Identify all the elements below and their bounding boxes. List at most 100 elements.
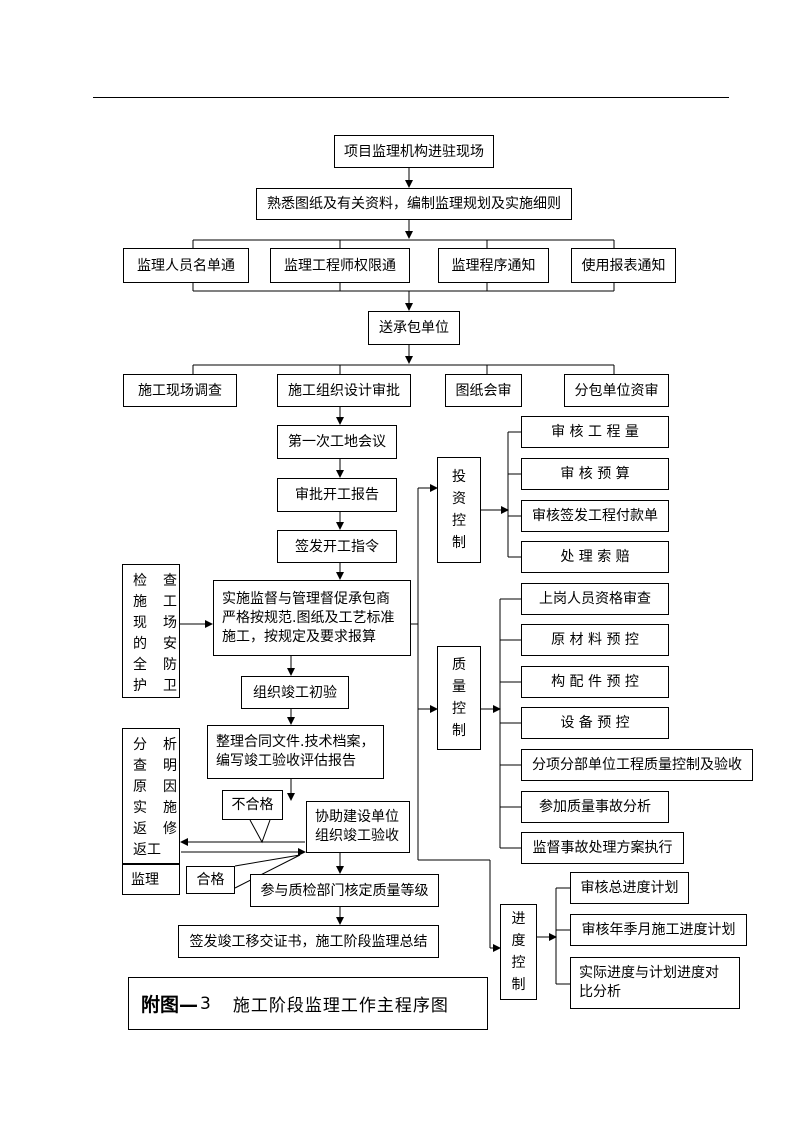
- step-approve-start-label: 审批开工报告: [295, 487, 379, 503]
- step-start-order: 签发开工指令: [277, 530, 397, 563]
- notice-procedure-label: 监理程序通知: [451, 257, 536, 274]
- rework-char: 因: [163, 779, 177, 795]
- fail-callout: 不合格: [222, 790, 283, 820]
- notice-authority-label: 监理工程师权限通: [284, 257, 396, 274]
- review-subcontractor-label: 分包单位资审: [574, 382, 659, 399]
- investment-item-label: 处 理 索 赔: [560, 549, 630, 565]
- supervise-label: 监理: [131, 871, 159, 888]
- step-quality-grade-label: 参与质检部门核定质量等级: [260, 882, 429, 899]
- quality-item-label: 参加质量事故分析: [539, 799, 651, 815]
- quality-item: 上岗人员资格审查: [521, 583, 669, 615]
- quality-control-box: 质 量 控 制: [437, 646, 481, 750]
- rework-char: 施: [163, 800, 177, 816]
- caption-number: 3: [200, 993, 211, 1014]
- investment-item: 审核签发工程付款单: [521, 500, 669, 532]
- review-site-survey: 施工现场调查: [123, 374, 237, 407]
- investment-title-char: 制: [452, 535, 466, 551]
- quality-item-label: 构 配 件 预 控: [551, 674, 639, 690]
- investment-title-char: 资: [452, 491, 466, 507]
- caption-title: 施工阶段监理工作主程序图: [232, 996, 449, 1016]
- quality-item-label: 上岗人员资格审查: [539, 591, 651, 607]
- pass-callout: 合格: [186, 866, 235, 894]
- safety-char: 防: [163, 657, 177, 673]
- investment-item-label: 审 核 工 程 量: [551, 424, 639, 440]
- schedule-title-char: 度: [511, 933, 526, 949]
- step-approve-start: 审批开工报告: [277, 478, 397, 512]
- step-archive-report-label: 整理合同文件.技术档案，编写竣工验收评估报告: [216, 734, 375, 769]
- quality-item: 设 备 预 控: [521, 707, 669, 739]
- step-supervise-construction: 实施监督与管理督促承包商严格按规范.图纸及工艺标准施工，按规定及要求报算: [213, 580, 411, 656]
- quality-title-char: 控: [452, 701, 466, 717]
- step-enter-site: 项目监理机构进驻现场: [334, 135, 494, 168]
- review-drawings-label: 图纸会审: [455, 382, 512, 399]
- step-supervise-construction-label: 实施监督与管理督促承包商严格按规范.图纸及工艺标准施工，按规定及要求报算: [222, 590, 395, 645]
- investment-item: 审 核 预 算: [521, 458, 669, 490]
- quality-item-label: 设 备 预 控: [560, 715, 630, 731]
- investment-title-char: 控: [452, 513, 466, 529]
- step-final-acceptance: 协助建设单位组织竣工验收: [306, 801, 410, 853]
- safety-char: 的: [133, 636, 147, 652]
- quality-item-label: 原 材 料 预 控: [551, 632, 639, 648]
- safety-char: 查: [163, 573, 177, 589]
- quality-item: 构 配 件 预 控: [521, 666, 669, 698]
- notice-procedure: 监理程序通知: [438, 248, 549, 283]
- quality-item: 原 材 料 预 控: [521, 624, 669, 656]
- supervise-box: 监理: [122, 864, 180, 895]
- quality-title-char: 量: [452, 679, 466, 695]
- quality-item: 监督事故处理方案执行: [521, 832, 684, 864]
- step-preliminary-acceptance-label: 组织竣工初验: [253, 684, 337, 701]
- review-site-survey-label: 施工现场调查: [138, 382, 222, 399]
- notice-authority: 监理工程师权限通: [270, 248, 410, 283]
- schedule-item: 审核年季月施工进度计划: [570, 914, 747, 946]
- safety-char: 施: [133, 594, 147, 610]
- investment-item: 审 核 工 程 量: [521, 416, 669, 448]
- fail-label: 不合格: [231, 797, 274, 813]
- review-subcontractor: 分包单位资审: [564, 374, 669, 407]
- step-first-meeting-label: 第一次工地会议: [288, 434, 386, 450]
- step-final-acceptance-label: 协助建设单位组织竣工验收: [315, 809, 399, 844]
- step-send-contractor-label: 送承包单位: [379, 320, 449, 336]
- rework-char: 返: [133, 821, 147, 837]
- safety-check-box: 检查 施工 现场 的安 全防 护卫: [122, 564, 180, 698]
- review-drawings: 图纸会审: [445, 374, 522, 407]
- review-construction-plan: 施工组织设计审批: [277, 374, 411, 407]
- quality-title-char: 质: [452, 657, 466, 673]
- investment-title-char: 投: [452, 469, 466, 485]
- safety-char: 卫: [163, 678, 177, 694]
- safety-char: 检: [133, 573, 147, 589]
- notice-forms-label: 使用报表通知: [581, 257, 666, 274]
- investment-item: 处 理 索 赔: [521, 541, 669, 573]
- schedule-item: 实际进度与计划进度对比分析: [570, 957, 740, 1009]
- safety-char: 现: [133, 615, 147, 631]
- step-planning-label: 熟悉图纸及有关资料，编制监理规划及实施细则: [267, 196, 561, 212]
- safety-char: 场: [163, 615, 177, 631]
- step-preliminary-acceptance: 组织竣工初验: [241, 676, 349, 709]
- schedule-item-label: 审核总进度计划: [580, 880, 679, 896]
- notice-personnel: 监理人员名单通: [123, 248, 249, 283]
- quality-item: 分项分部单位工程质量控制及验收: [521, 749, 753, 781]
- schedule-title-char: 进: [511, 911, 526, 927]
- rework-char: 析: [163, 737, 177, 753]
- schedule-control-box: 进 度 控 制: [500, 904, 537, 1000]
- quality-item-label: 分项分部单位工程质量控制及验收: [532, 757, 742, 773]
- step-first-meeting: 第一次工地会议: [277, 425, 397, 459]
- step-handover-summary: 签发竣工移交证书，施工阶段监理总结: [178, 925, 439, 958]
- safety-char: 全: [133, 657, 147, 673]
- safety-char: 安: [163, 636, 177, 652]
- rework-char: 查: [133, 758, 147, 774]
- step-send-contractor: 送承包单位: [368, 311, 460, 345]
- notice-personnel-label: 监理人员名单通: [137, 257, 235, 274]
- step-start-order-label: 签发开工指令: [295, 538, 379, 555]
- step-planning: 熟悉图纸及有关资料，编制监理规划及实施细则: [256, 188, 572, 220]
- rework-char: 分: [133, 737, 147, 753]
- schedule-item: 审核总进度计划: [570, 872, 689, 904]
- rework-char: 明: [163, 758, 177, 774]
- quality-item-label: 监督事故处理方案执行: [532, 840, 673, 856]
- schedule-title-char: 控: [511, 955, 526, 971]
- review-construction-plan-label: 施工组织设计审批: [288, 382, 400, 399]
- caption-prefix: 附图—: [141, 994, 199, 1016]
- safety-char: 工: [163, 594, 177, 610]
- quality-title-char: 制: [452, 723, 466, 739]
- investment-control-box: 投 资 控 制: [437, 457, 481, 563]
- figure-caption: 附图—3 施工阶段监理工作主程序图: [128, 977, 488, 1030]
